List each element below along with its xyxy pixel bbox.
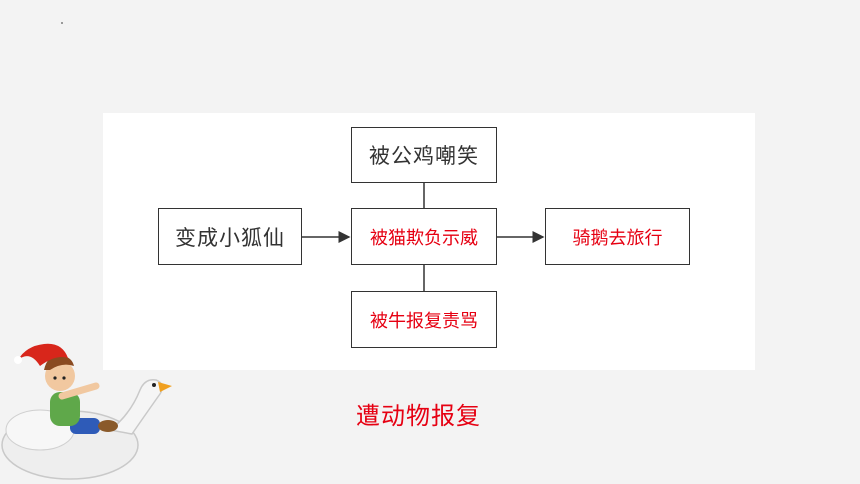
node-bottom: 被牛报复责骂: [351, 291, 497, 348]
node-center: 被猫欺负示威: [351, 208, 497, 265]
node-top: 被公鸡嘲笑: [351, 127, 497, 183]
node-left: 变成小狐仙: [158, 208, 302, 265]
decorative-dot: [61, 22, 63, 24]
node-right: 骑鹅去旅行: [545, 208, 690, 265]
flow-diagram: 被公鸡嘲笑 变成小狐仙 被猫欺负示威 骑鹅去旅行 被牛报复责骂: [103, 113, 755, 370]
boy-riding-goose-icon: [1, 343, 172, 480]
caption: 遭动物报复: [356, 402, 481, 430]
